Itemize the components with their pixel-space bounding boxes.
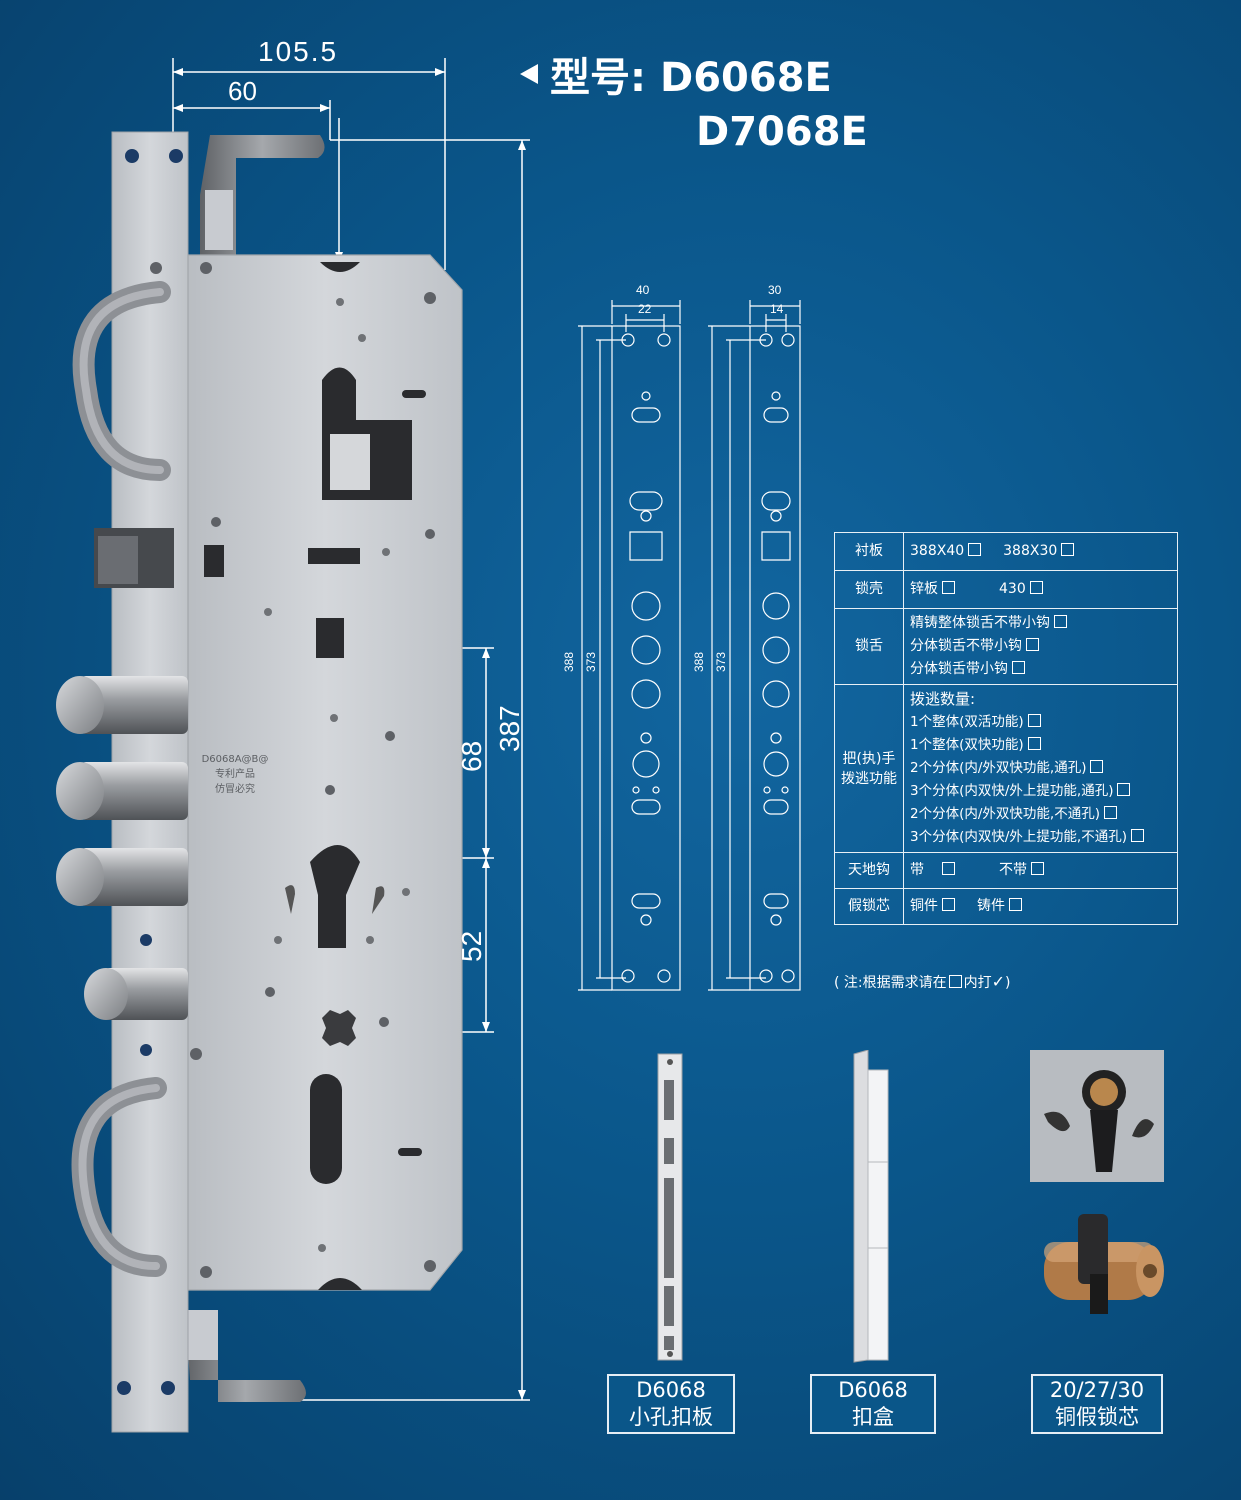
fp30-width-inner: 14 — [770, 302, 784, 316]
fp30-width-outer: 30 — [768, 283, 782, 297]
checkmark-icon: ✓ — [991, 972, 1006, 991]
handle-checkbox-6[interactable] — [1130, 829, 1144, 842]
fp40-width-inner: 22 — [638, 302, 652, 316]
lining-checkbox-2[interactable] — [1061, 543, 1075, 556]
note: ( 注:根据需求请在内打✓) — [834, 972, 1011, 991]
handle-label: 把(执)手拨逃功能 — [834, 684, 904, 853]
handle-checkbox-2[interactable] — [1027, 737, 1041, 750]
model-title: 型号: D6068E D7068E — [520, 52, 868, 155]
shell-label: 锁壳 — [834, 570, 904, 609]
model-label: 型号: — [550, 55, 646, 101]
latch-checkbox-1[interactable] — [1054, 615, 1067, 628]
dummy-checkbox-1[interactable] — [942, 898, 955, 911]
row-rod: 天地钩 带不带 — [834, 852, 1178, 889]
handle-checkbox-3[interactable] — [1090, 760, 1104, 773]
dummy-checkbox-2[interactable] — [1009, 898, 1022, 911]
handle-checkbox-4[interactable] — [1117, 783, 1131, 796]
fp40-length-outer: 388 — [562, 651, 576, 672]
model-number-1: D6068E — [660, 55, 832, 101]
shell-checkbox-1[interactable] — [942, 581, 955, 594]
dummy-options: 铜件铸件 — [903, 888, 1178, 925]
dim-spacing-upper: 68 — [456, 740, 487, 772]
dummy-cylinder-label: 20/27/30 铜假锁芯 — [1031, 1374, 1163, 1434]
cylinder-hole-image — [1030, 1050, 1164, 1182]
fp30-length-outer: 388 — [692, 651, 706, 672]
handle-checkbox-5[interactable] — [1103, 806, 1117, 819]
rod-checkbox-2[interactable] — [1031, 862, 1044, 875]
lining-checkbox-1[interactable] — [968, 543, 982, 556]
strike-box-label: D6068 扣盒 — [810, 1374, 936, 1434]
lock-body-illustration — [56, 58, 530, 1433]
row-handle: 把(执)手拨逃功能 拨逃数量: 1个整体(双活功能) 1个整体(双快功能) 2个… — [834, 684, 1178, 853]
dummy-label: 假锁芯 — [834, 888, 904, 925]
model-number-2: D7068E — [696, 109, 868, 155]
handle-options: 拨逃数量: 1个整体(双活功能) 1个整体(双快功能) 2个分体(内/外双快功能… — [903, 684, 1178, 853]
latch-options: 精铸整体锁舌不带小钩 分体锁舌不带小钩 分体锁舌带小钩 — [903, 608, 1178, 685]
latch-checkbox-2[interactable] — [1026, 638, 1039, 651]
dim-height-total: 387 — [494, 705, 525, 752]
strike-plate-label: D6068 小孔扣板 — [607, 1374, 735, 1434]
dim-width-outer: 105.5 — [258, 36, 339, 67]
rod-options: 带不带 — [903, 852, 1178, 889]
handle-checkbox-1[interactable] — [1027, 714, 1041, 727]
note-box-icon — [948, 975, 962, 988]
rod-checkbox-1[interactable] — [942, 862, 955, 875]
lock-body-marking: D6068A@B@ 专利产品 仿冒必究 — [201, 754, 269, 795]
shell-checkbox-2[interactable] — [1029, 581, 1043, 594]
row-latch: 锁舌 精铸整体锁舌不带小钩 分体锁舌不带小钩 分体锁舌带小钩 — [834, 608, 1178, 685]
strike-box-image — [853, 1050, 889, 1363]
left-arrow-icon — [520, 64, 538, 84]
dim-width-inner: 60 — [228, 76, 257, 106]
fp40-width-outer: 40 — [636, 283, 650, 297]
dummy-cylinder-image — [1044, 1214, 1164, 1314]
fp40-length-inner: 373 — [584, 651, 598, 672]
dim-spacing-lower: 52 — [456, 930, 487, 962]
fp30-length-inner: 373 — [714, 651, 728, 672]
latch-checkbox-3[interactable] — [1012, 661, 1025, 674]
rod-label: 天地钩 — [834, 852, 904, 889]
row-dummy: 假锁芯 铜件铸件 — [834, 888, 1178, 925]
latch-label: 锁舌 — [834, 608, 904, 685]
lining-label: 衬板 — [834, 532, 904, 571]
faceplate-drawings — [578, 300, 801, 991]
strike-plate-image — [657, 1053, 683, 1361]
